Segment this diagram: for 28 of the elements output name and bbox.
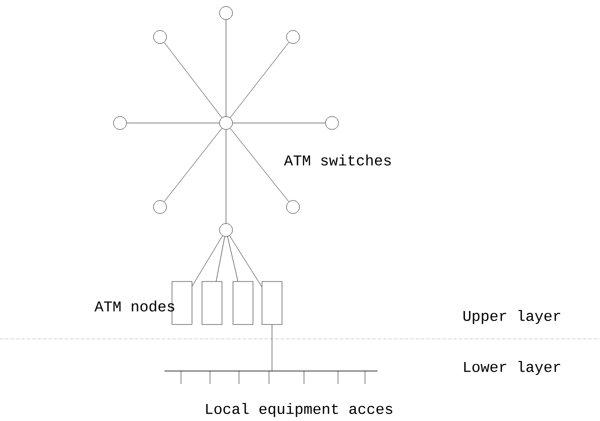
switch-node xyxy=(325,116,339,130)
connector-line xyxy=(126,122,220,124)
text-label: Local equipment acces xyxy=(206,403,392,417)
switch-node xyxy=(286,200,300,214)
switch-node xyxy=(286,30,300,44)
switch-node xyxy=(153,30,167,44)
text-label: Upper layer xyxy=(464,310,560,324)
connector-line xyxy=(216,236,225,282)
node-box xyxy=(262,281,282,325)
connector-line xyxy=(192,236,223,286)
connector-line xyxy=(232,122,326,124)
text-label: Lower layer xyxy=(464,361,560,375)
switch-node xyxy=(219,116,233,130)
text-label: ATM nodes xyxy=(94,300,174,312)
node-box xyxy=(202,281,222,325)
connector-line xyxy=(230,128,290,202)
connector-line xyxy=(230,42,290,118)
switch-node xyxy=(113,116,127,130)
switch-node xyxy=(153,200,167,214)
connector-line xyxy=(227,236,238,282)
connector-line xyxy=(229,235,262,288)
switch-node xyxy=(219,6,233,20)
text-label: ATM switches xyxy=(284,154,391,166)
connector-line xyxy=(164,42,222,118)
node-box xyxy=(232,281,254,325)
connector-line xyxy=(164,128,222,202)
switch-node xyxy=(219,223,233,237)
bus-line xyxy=(164,370,378,384)
